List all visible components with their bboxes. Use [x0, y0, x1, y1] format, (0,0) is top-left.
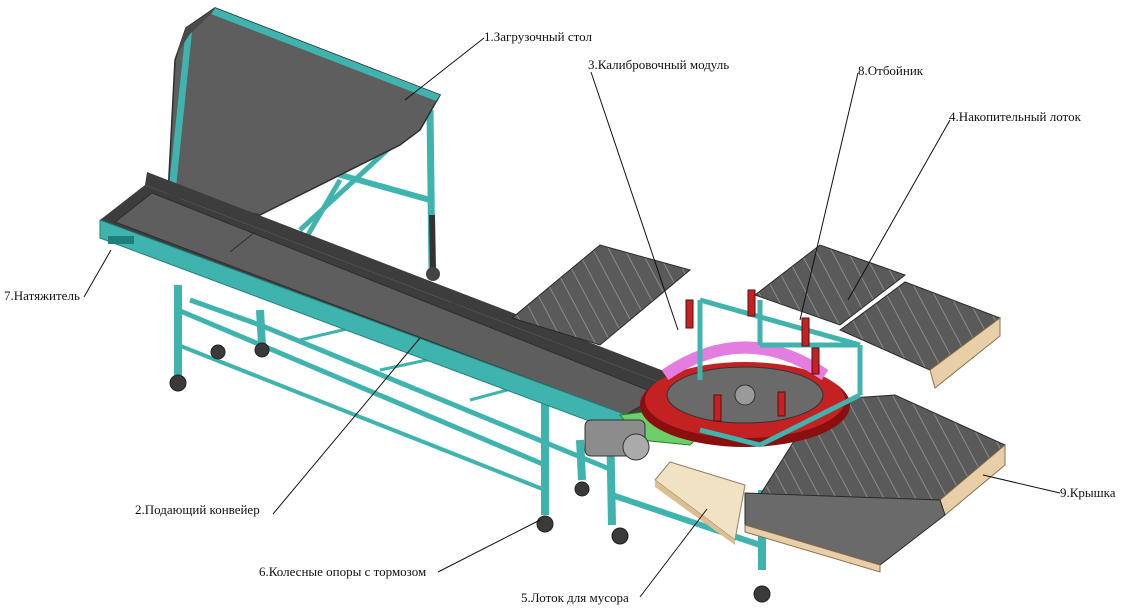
calibration-module	[584, 289, 863, 461]
label-tensioner: 7.Натяжитель	[4, 288, 80, 303]
label-accumulation-tray: 4.Накопительный лоток	[949, 109, 1081, 124]
label-waste-tray: 5.Лоток для мусора	[521, 590, 629, 605]
leader-lines	[83, 37, 1061, 598]
label-calibration-module: 3.Калибровочный модуль	[588, 57, 730, 72]
waste-tray	[654, 461, 746, 545]
label-loading-table: 1.Загрузочный стол	[484, 29, 592, 44]
label-deflector: 8.Отбойник	[858, 63, 924, 78]
tensioner	[108, 236, 134, 244]
caster-wheels	[169, 342, 771, 603]
label-cover: 9.Крышка	[1060, 485, 1116, 500]
accumulation-trays	[510, 244, 1006, 573]
deflector	[661, 341, 829, 380]
label-wheel-supports: 6.Колесные опоры с тормозом	[259, 564, 427, 579]
label-feeding-conveyor: 2.Подающий конвейер	[135, 502, 260, 517]
loading-table	[167, 7, 442, 281]
feeding-conveyor	[99, 172, 682, 441]
